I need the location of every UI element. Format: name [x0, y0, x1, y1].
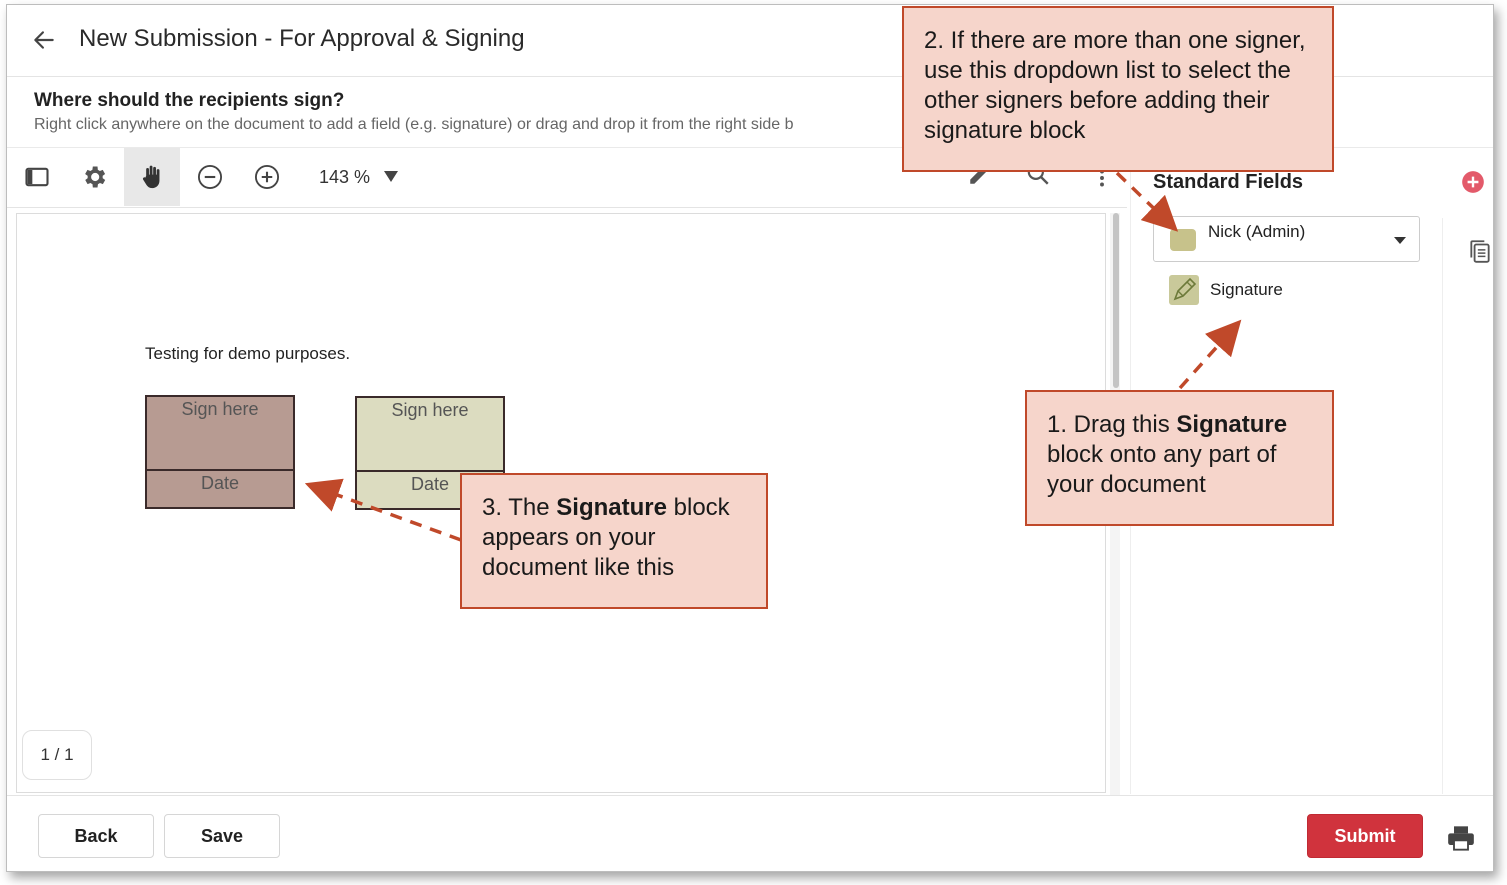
page-header: New Submission - For Approval & Signing [7, 5, 1493, 77]
callout-step-1: 1. Drag this Signature block onto any pa… [1025, 390, 1334, 526]
zoom-in-icon [254, 164, 280, 190]
instructions-text: Right click anywhere on the document to … [34, 116, 794, 133]
pencil-icon[interactable] [967, 161, 993, 187]
page-title: New Submission - For Approval & Signing [79, 25, 525, 52]
sidebar-toggle-button[interactable] [9, 148, 65, 206]
date-field-label: Date [200, 473, 240, 493]
save-button[interactable]: Save [164, 814, 280, 858]
signer-name: Nick (Admin) [1208, 222, 1306, 241]
zoom-out-icon [197, 164, 223, 190]
zoom-level-select[interactable]: 143 % [319, 167, 371, 187]
hand-icon [142, 165, 160, 189]
signer-color-swatch [1170, 229, 1196, 251]
scrollbar-thumb[interactable] [1113, 213, 1119, 388]
fields-panel-title: Standard Fields [1153, 171, 1304, 193]
callout-step-3: 3. The Signature block appears on your d… [460, 473, 768, 609]
gear-icon [85, 166, 106, 188]
submit-button[interactable]: Submit [1307, 814, 1423, 858]
signer-dropdown[interactable]: Nick (Admin) [1153, 216, 1420, 262]
sign-here-label: Sign here [357, 398, 503, 472]
page-indicator: 1 / 1 [22, 730, 92, 780]
callout-step-2: 2. If there are more than one signer, us… [902, 6, 1334, 172]
back-arrow-icon[interactable] [31, 27, 57, 53]
sidebar-toggle-icon [25, 167, 49, 187]
callout-step-2-text: 2. If there are more than one signer, us… [924, 27, 1306, 144]
document-viewer[interactable]: Testing for demo purposes. Sign here Dat… [16, 213, 1106, 793]
instructions-heading: Where should the recipients sign? [34, 90, 345, 111]
callout-step-1-bold: Signature [1176, 411, 1288, 438]
document-toolbar: 143 % [7, 148, 1127, 208]
pan-tool-button[interactable] [124, 148, 180, 206]
zoom-in-button[interactable] [239, 148, 295, 206]
instructions-bar: Where should the recipients sign? Right … [7, 78, 1493, 148]
callout-step-3-text: 3. The [482, 494, 557, 521]
callout-step-1-text-end: block onto any part of your document [1047, 441, 1277, 498]
page-footer: Back Save Submit [7, 795, 1493, 871]
copy-pages-icon[interactable] [1467, 237, 1493, 265]
signature-field-label: Signature [1210, 280, 1283, 299]
document-text: Testing for demo purposes. [145, 344, 351, 363]
zoom-out-button[interactable] [182, 148, 238, 206]
add-circle-icon[interactable] [1460, 169, 1486, 195]
placed-signature-block[interactable]: Sign here Date [145, 395, 295, 509]
signature-pen-icon [1169, 275, 1199, 305]
side-tool-rail [1442, 218, 1493, 794]
callout-step-3-text-end: block appears on your document like this [482, 494, 730, 581]
back-button[interactable]: Back [38, 814, 154, 858]
chevron-down-icon [1394, 237, 1406, 244]
sign-here-label: Sign here [147, 397, 293, 471]
signature-field-item[interactable]: Signature [1167, 273, 1367, 307]
print-icon[interactable] [1447, 825, 1475, 851]
callout-step-3-bold: Signature [556, 494, 667, 521]
chevron-down-icon[interactable] [384, 171, 398, 182]
settings-button[interactable] [66, 148, 122, 206]
callout-step-1-text: 1. Drag this [1047, 411, 1177, 438]
